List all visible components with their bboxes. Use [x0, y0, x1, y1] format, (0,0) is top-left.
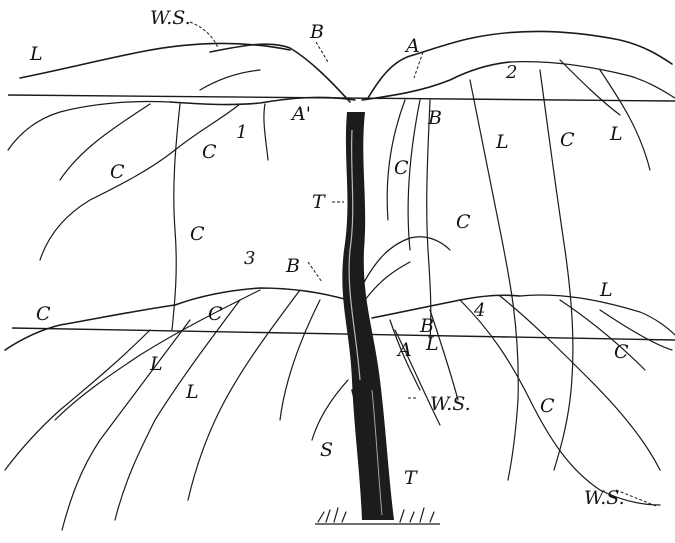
- label-l-lower-left-1: L: [149, 353, 163, 375]
- label-l-upper-left: L: [29, 43, 43, 65]
- label-c-left-2: C: [202, 141, 217, 163]
- label-c-lower-right: C: [614, 341, 629, 363]
- label-b-middle: B: [285, 255, 300, 277]
- label-c-lower-left-1: C: [36, 303, 51, 325]
- label-c-right-2: C: [560, 129, 575, 151]
- upper-left-canes: [8, 43, 290, 330]
- label-b-top: B: [309, 21, 324, 43]
- label-l-right-1: L: [495, 131, 509, 153]
- label-c-left-3: C: [190, 223, 205, 245]
- diagram-labels: W.S. L B A 2 A' B 1 C C C C L C L C T 3 …: [29, 7, 629, 509]
- label-c-right-1: C: [394, 157, 409, 179]
- label-ws-middle: W.S.: [430, 393, 471, 415]
- lower-left-canes: [5, 290, 372, 530]
- upper-arms: [170, 38, 510, 105]
- label-c-left-1: C: [110, 161, 125, 183]
- label-c-lower-left-2: C: [208, 303, 223, 325]
- label-l-right-2: L: [609, 123, 623, 145]
- trunk: [342, 112, 394, 520]
- label-ws-top: W.S.: [150, 7, 191, 29]
- label-s: S: [320, 439, 333, 461]
- label-l-lower-right: L: [599, 279, 613, 301]
- label-ws-bottom: W.S.: [584, 487, 625, 509]
- label-4: 4: [473, 300, 485, 321]
- label-l-lower-mid: L: [425, 333, 439, 355]
- label-b-upper-right: B: [427, 107, 442, 129]
- label-c-bottom-right: C: [540, 395, 555, 417]
- label-t-upper: T: [312, 191, 326, 213]
- lower-trellis-wire: [12, 328, 675, 340]
- label-a-lower: A: [396, 339, 412, 361]
- label-l-lower-left-2: L: [185, 381, 199, 403]
- label-c-right-3: C: [456, 211, 471, 233]
- label-t-lower: T: [404, 467, 418, 489]
- leader-lines: [190, 22, 656, 506]
- label-1: 1: [236, 122, 247, 143]
- label-3: 3: [244, 248, 255, 269]
- label-a-prime: A': [290, 103, 311, 125]
- label-2: 2: [505, 62, 517, 83]
- label-a-top: A: [404, 35, 420, 57]
